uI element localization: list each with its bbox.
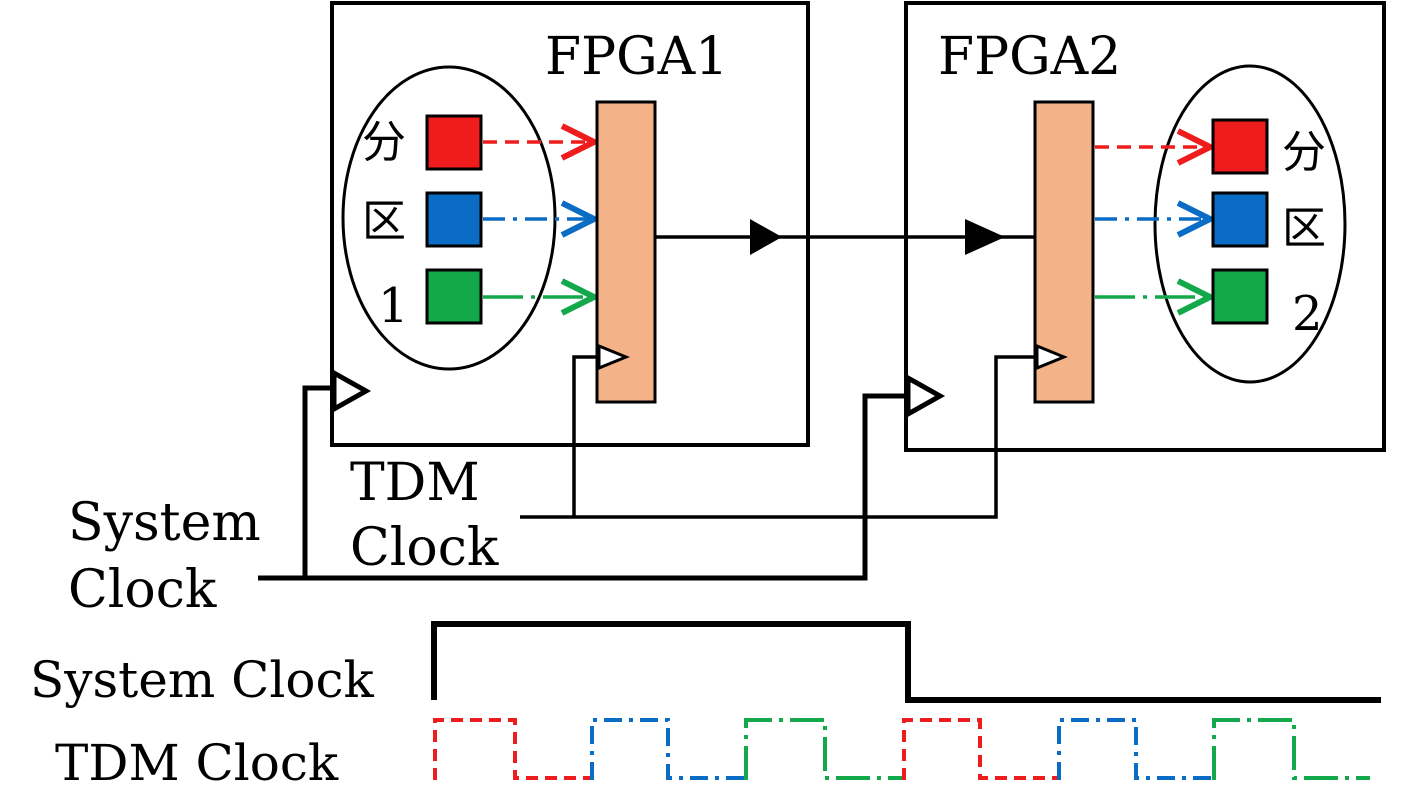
system-clock-label-line2: Clock [68, 560, 217, 620]
fpga2-system-clock-icon [905, 373, 946, 419]
partition1-char-1: 分 [362, 117, 406, 168]
tdm-clock-branch-fpga1 [572, 355, 599, 517]
fpga1-output-arrow-icon [750, 219, 782, 255]
fpga2-title: FPGA2 [938, 27, 1121, 87]
partition2-char-3: 2 [1292, 286, 1323, 342]
timing-diagram: System Clock TDM Clock [30, 621, 1381, 792]
tdm-wave-green-2 [1212, 718, 1370, 780]
tdm-clock-label-line1: TDM [350, 453, 480, 513]
tdm-clock-label-line2: Clock [350, 518, 499, 578]
timing-system-clock-label: System Clock [30, 651, 375, 709]
system-clock-wire [258, 393, 908, 581]
partition2-char-2: 区 [1282, 203, 1326, 254]
tdm-wave-green-1 [744, 718, 902, 780]
fpga2-input-arrow-icon [965, 219, 1005, 255]
partition2-red-module [1211, 118, 1269, 175]
system-clock-branch-fpga1 [302, 385, 334, 578]
timing-tdm-clock-label: TDM Clock [55, 734, 339, 792]
fpga1-block: FPGA1 分 区 1 [330, 1, 810, 447]
partition2-blue-module [1211, 191, 1269, 248]
partition1-char-3: 1 [378, 278, 409, 334]
partition1-red-module [425, 114, 483, 171]
tdm-wave-red-2 [902, 718, 1057, 780]
partition2-char-1: 分 [1282, 127, 1326, 178]
partition1-green-module [425, 268, 483, 325]
partition1-char-2: 区 [362, 196, 406, 247]
system-clock-label-line1: System [68, 493, 261, 553]
fpga2-box [904, 1, 1386, 452]
fpga1-system-clock-icon [331, 368, 372, 414]
tdm-wave-blue-1 [590, 718, 744, 780]
fpga1-title: FPGA1 [545, 27, 728, 87]
tdm-wave-blue-2 [1057, 718, 1212, 780]
partition1-blue-module [425, 191, 483, 248]
tdm-clock-wire [520, 355, 1037, 519]
system-clock-waveform [431, 621, 1381, 703]
partition2-ellipse [1153, 64, 1347, 384]
fpga2-block: FPGA2 分 区 2 [904, 1, 1386, 452]
partition2-green-module [1211, 268, 1269, 325]
tdm-wave-red-1 [433, 718, 590, 780]
fpga1-box [330, 1, 810, 447]
